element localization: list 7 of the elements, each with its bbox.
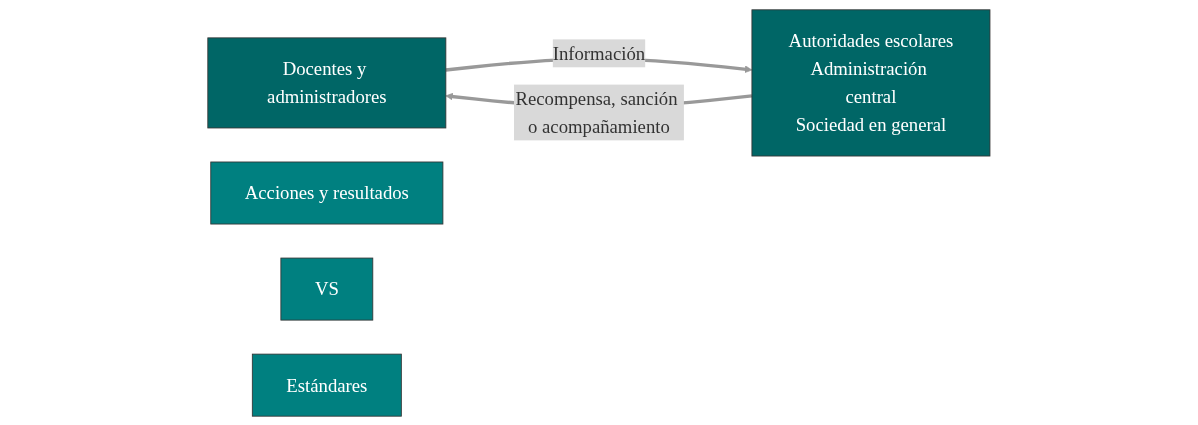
node-box: Estándares: [252, 353, 402, 417]
node-box: VS: [280, 257, 374, 321]
edge-label: Recompensa, sanción o acompañamiento: [515, 87, 678, 137]
edge-label: Información: [552, 42, 646, 64]
node-box: Autoridades escolares Administración central Sociedad en general: [751, 8, 991, 156]
node-box: Docentes y administradores: [207, 36, 447, 128]
node-box: Acciones y resultados: [210, 161, 444, 224]
